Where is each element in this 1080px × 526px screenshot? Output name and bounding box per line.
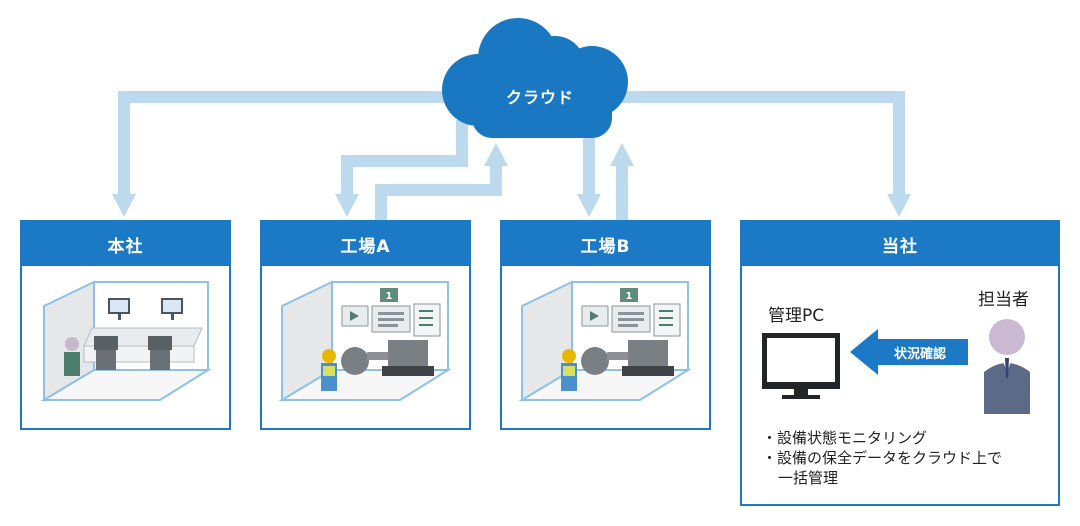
location-header: 本社 [22,222,229,266]
arrow-head-factory-b-down [577,194,601,217]
location-header: 工場A [262,222,469,266]
cloud-label: クラウド [505,88,574,107]
arrow-head-honsha [112,194,136,217]
person-icon [65,337,79,351]
checklist-icon [653,303,681,337]
location-header: 当社 [742,222,1058,266]
location-header: 工場B [502,222,709,266]
person-label: 担当者 [978,290,1029,310]
machine-icon [388,340,428,366]
cloud-to-company-line [612,91,905,196]
location-box-honsha: 本社 [20,220,231,430]
feature-note: ・設備状態モニタリング [762,429,928,447]
helmet-icon [322,349,336,363]
tank-icon [581,347,609,375]
arrow-head-cloud-from-a [484,143,508,166]
helmet-icon [562,349,576,363]
screen-badge: 1 [626,291,633,302]
office-scene [40,280,212,402]
cloud-to-factory-a-line [341,120,468,196]
machine-icon [628,340,668,366]
feature-note: ・設備の保全データをクラウド上で [762,449,1003,467]
pc-label: 管理PC [768,306,825,326]
screen-badge: 1 [386,291,393,302]
factory-scene: 1 [278,280,452,402]
arrow-head-cloud-from-b [610,143,634,166]
cloud-shape [442,18,628,138]
arrow-head-factory-a-down [335,194,359,217]
status-check-label: 状況確認 [893,347,946,362]
feature-notes: ・設備状態モニタリング ・設備の保全データをクラウド上で 一括管理 [762,428,1002,488]
status-check-arrow-icon [850,329,968,375]
factory-scene: 1 [518,280,692,402]
location-box-factory-b: 工場B 1 [500,220,711,430]
arrow-head-company [887,194,911,217]
feature-note: 一括管理 [778,469,839,487]
pc-monitor-icon [762,333,840,399]
person-in-charge-icon [984,319,1030,414]
tank-icon [341,347,369,375]
office-chair-icon [150,350,170,370]
location-box-factory-a: 工場A 1 [260,220,471,430]
cloud-to-honsha-line [118,91,470,196]
office-chair-icon [96,350,116,370]
factory-a-to-cloud-line [375,164,502,221]
checklist-icon [413,303,441,337]
